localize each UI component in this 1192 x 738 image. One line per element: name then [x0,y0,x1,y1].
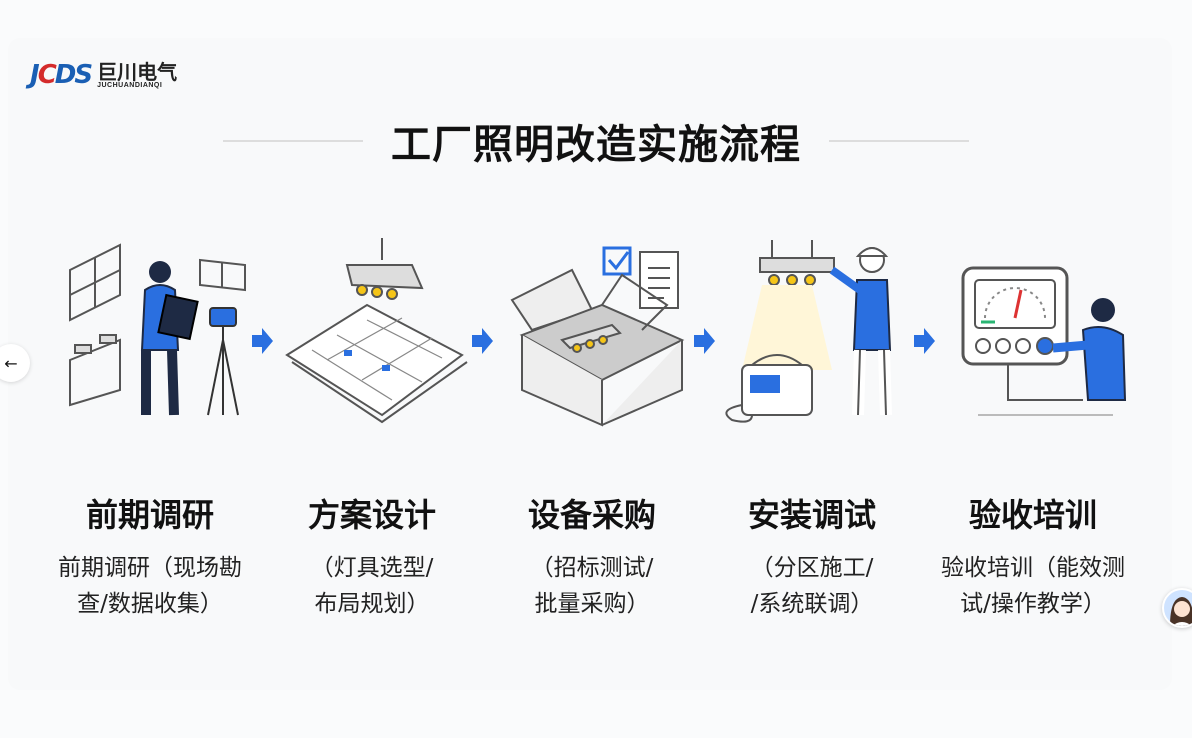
page-title: 工厂照明改造实施流程 [391,122,801,168]
divider [829,140,969,142]
company-logo: JCDS 巨川电气 JUCHUANDIANQI [30,60,177,90]
step-1: 前期调研 前期调研（现场勘查/数据收集） [40,230,260,622]
step-4: 安装调试 （分区施工/ /系统联调） [702,230,922,622]
step-desc-line: 布局规划） [314,591,430,617]
step-desc-line: （灯具选型/ [310,555,434,581]
step-desc-line: 查/数据收集） [77,591,223,617]
step-desc-line: （分区施工/ [750,555,874,581]
flow-arrow-icon [914,328,935,354]
surveyor-clipboard-camera-icon [69,243,246,416]
box-checklist-icon [510,246,685,427]
step-3: 设备采购 （招标测试/批量采购） [482,230,702,622]
divider [223,140,363,142]
step-title: 前期调研 [85,496,214,534]
step-desc-line: （招标测试/ [530,555,654,581]
control-panel-operator-icon [961,266,1127,416]
assistant-avatar[interactable] [1162,588,1192,628]
step-title: 安装调试 [747,496,876,534]
flow-arrow-icon [694,328,715,354]
arrow-left-icon: ← [4,353,18,373]
step-desc: （分区施工/ /系统联调） [702,550,922,622]
lamp-blueprint-icon [285,238,468,424]
step-desc: （招标测试/批量采购） [482,550,702,622]
logo-mark: JCDS [30,60,93,90]
step-desc: （灯具选型/布局规划） [262,550,482,622]
step-2: 方案设计 （灯具选型/布局规划） [262,230,482,622]
step-desc-line: 批量采购） [534,591,650,617]
worker-installing-lamp-icon [725,240,892,423]
step-desc-line: 试/操作教学） [960,591,1106,617]
title-row: 工厂照明改造实施流程 [0,112,1192,170]
step-title: 设备采购 [527,496,656,534]
step-title: 方案设计 [307,496,436,534]
flow-arrow-icon [252,328,273,354]
step-desc-line: 验收培训（能效测 [941,555,1125,581]
step-title: 验收培训 [968,496,1097,534]
logo-name-en: JUCHUANDIANQI [97,81,163,89]
avatar-face-icon [1170,597,1192,626]
previous-button[interactable]: ← [0,344,30,382]
logo-name-cn: 巨川电气 [97,59,178,84]
step-desc-line: /系统联调） [750,591,874,617]
step-desc: 验收培训（能效测试/操作教学） [923,550,1143,622]
step-desc: 前期调研（现场勘查/数据收集） [40,550,260,622]
flow-arrow-icon [472,328,493,354]
step-desc-line: 前期调研（现场勘 [58,555,242,581]
step-5: 验收培训 验收培训（能效测试/操作教学） [923,230,1143,622]
